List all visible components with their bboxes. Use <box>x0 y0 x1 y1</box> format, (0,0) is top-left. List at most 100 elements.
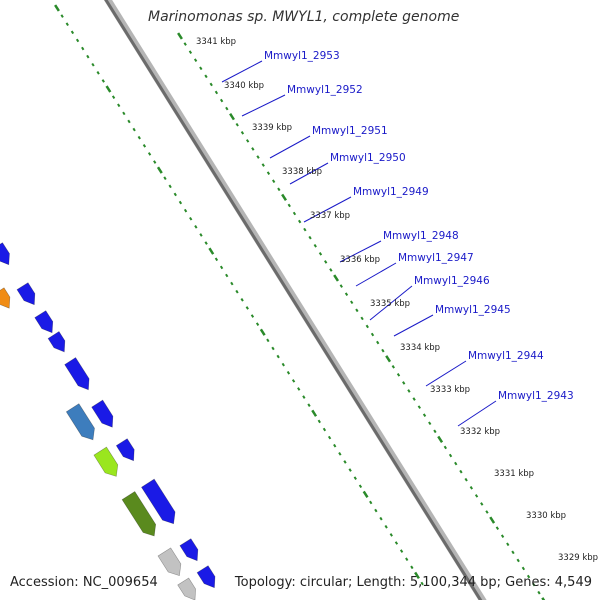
ruler-tick <box>511 550 515 555</box>
ruler-tick <box>199 233 203 237</box>
ruler-tick <box>333 274 340 282</box>
ruler-tick <box>313 243 317 248</box>
ruler-tick <box>259 328 266 336</box>
ruler-tick <box>333 443 337 448</box>
ruler-tick <box>153 160 157 164</box>
ruler-tick <box>276 354 280 359</box>
ruler-tick <box>348 468 352 472</box>
gene-label: Mmwyl1_2944 <box>468 350 544 362</box>
ruler-tick <box>500 534 505 539</box>
gene-label-leader <box>269 135 311 159</box>
ruler-tick <box>54 4 60 12</box>
kbp-tick-label: 3338 kbp <box>282 167 322 177</box>
gene-label-leader <box>303 196 352 223</box>
ruler-tick <box>495 526 500 530</box>
ruler-tick <box>291 379 296 383</box>
ruler-tick <box>428 421 432 426</box>
ruler-tick <box>117 103 121 108</box>
ruler-tick <box>521 566 526 571</box>
ruler-tick <box>489 516 496 524</box>
ruler-tick <box>324 260 328 264</box>
ruler-tick <box>101 79 105 83</box>
ruler-tick <box>142 144 147 148</box>
ruler-tick <box>329 268 333 272</box>
gene-arrow <box>157 547 182 576</box>
gene-label-leader <box>241 94 286 117</box>
ruler-tick <box>60 14 64 18</box>
gene-label-leader <box>393 314 434 337</box>
ruler-tick <box>389 533 393 537</box>
ruler-tick <box>188 50 193 54</box>
ruler-tick <box>344 292 349 296</box>
ruler-tick <box>360 316 364 321</box>
ruler-tick <box>469 485 474 490</box>
accession-text: Accession: NC_009654 <box>10 575 158 590</box>
ruler-tick <box>183 208 188 213</box>
genome-backbone-core <box>104 0 483 600</box>
ruler-tick <box>399 549 404 553</box>
ruler-tick <box>235 289 239 294</box>
ruler-tick <box>183 42 187 46</box>
kbp-tick-label: 3330 kbp <box>526 511 566 521</box>
ruler-tick <box>286 370 291 375</box>
ruler-tick <box>448 453 453 458</box>
ruler-tick <box>414 571 420 580</box>
gene-arrow <box>177 577 196 600</box>
ruler-tick <box>327 435 332 440</box>
ruler-tick <box>266 338 270 343</box>
ruler-tick <box>173 192 177 197</box>
ruler-tick <box>365 324 369 329</box>
gene-arrow-mmwyl1-2948 <box>0 287 11 309</box>
kbp-tick-label: 3332 kbp <box>460 427 500 437</box>
gene-label: Mmwyl1_2953 <box>264 50 340 62</box>
gene-arrow <box>64 357 90 391</box>
ruler-tick <box>204 74 208 79</box>
ruler-tick <box>358 484 363 489</box>
ruler-tick <box>485 510 489 514</box>
ruler-tick <box>127 119 131 124</box>
ruler-tick <box>480 502 484 506</box>
gene-arrow <box>115 438 135 462</box>
ruler-tick <box>317 419 321 424</box>
ruler-tick <box>208 247 215 255</box>
ruler-tick <box>132 127 136 132</box>
ruler-tick <box>70 30 75 35</box>
ruler-tick <box>214 257 219 262</box>
gene-arrow <box>91 399 114 428</box>
gene-label-leader <box>457 400 497 427</box>
ruler-tick <box>189 216 193 221</box>
ruler-tick <box>412 397 416 401</box>
gene-label-leader <box>355 262 397 287</box>
genome-backbone <box>103 0 487 600</box>
ruler-tick <box>474 494 479 498</box>
kbp-tick-label: 3335 kbp <box>370 299 410 309</box>
ruler-tick <box>454 461 458 466</box>
ruler-tick <box>339 284 343 288</box>
ruler-tick <box>297 387 301 391</box>
ruler-tick <box>245 139 250 143</box>
ruler-tick <box>532 582 536 587</box>
ruler-tick <box>385 355 392 363</box>
ruler-tick <box>250 314 255 318</box>
ruler-tick <box>177 32 183 40</box>
gene-label: Mmwyl1_2945 <box>435 304 511 316</box>
ruler-tick <box>394 541 399 545</box>
ruler-tick <box>338 452 342 456</box>
ruler-tick <box>459 469 463 474</box>
ruler-tick <box>303 227 307 232</box>
gene-label: Mmwyl1_2946 <box>414 275 490 287</box>
gene-label: Mmwyl1_2948 <box>383 230 459 242</box>
ruler-tick <box>526 574 531 579</box>
ruler-tick <box>271 179 276 184</box>
gene-arrow <box>179 538 199 562</box>
ruler-tick <box>541 597 546 600</box>
ruler-tick <box>384 524 388 529</box>
gene-arrow <box>0 242 10 266</box>
genome-summary-text: Topology: circular; Length: 5,100,344 bp… <box>234 575 592 590</box>
gene-arrow <box>47 331 66 353</box>
ruler-tick <box>350 300 354 305</box>
gene-arrow <box>196 565 216 589</box>
ruler-tick <box>420 581 424 586</box>
